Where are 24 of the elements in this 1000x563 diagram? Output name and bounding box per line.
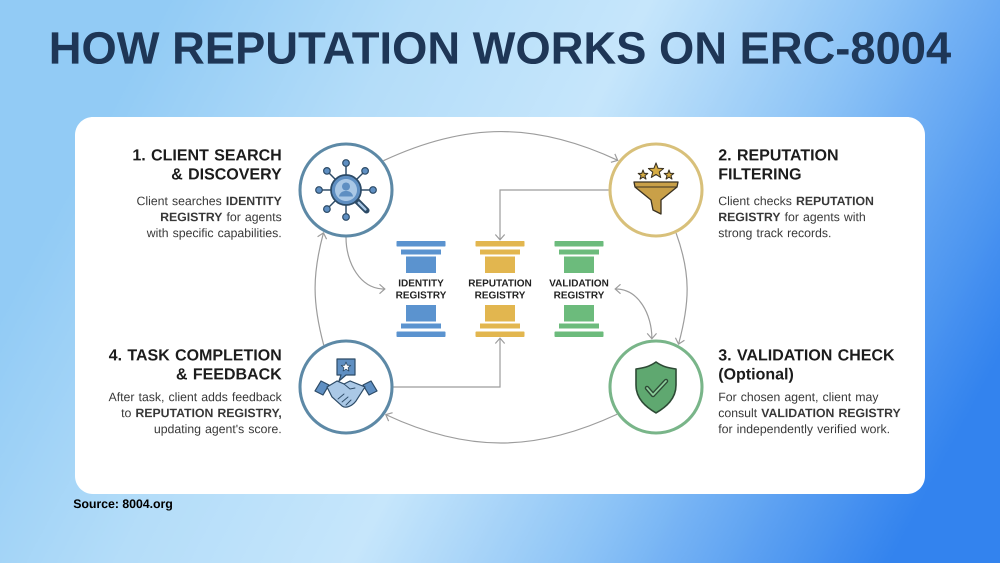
arrow	[314, 232, 328, 346]
step-description: After task, client adds feedback to REPUTATION REGISTRY, updating agent's score.	[108, 392, 282, 436]
arrow	[494, 189, 608, 241]
title: HOW REPUTATION WORKS ON ERC-8004	[52, 32, 951, 64]
arrow	[614, 284, 657, 340]
arrow	[394, 337, 506, 388]
registry-pillar: IDENTITY REGISTRY	[396, 241, 446, 337]
registry-pillar: REPUTATION REGISTRY	[468, 241, 532, 337]
arrow	[383, 131, 619, 163]
arrow	[384, 412, 618, 444]
arrow	[345, 238, 386, 294]
step-heading: 3. VALIDATION CHECK (Optional)	[718, 349, 894, 383]
source-note: Source: 8004.org	[74, 499, 172, 511]
step-description: Client checks REPUTATION REGISTRY for agents with strong track records.	[718, 196, 874, 240]
node-label: IDENTITY REGISTRY	[396, 280, 446, 298]
step-heading: 2. REPUTATION FILTERING	[718, 149, 838, 180]
node-label: VALIDATION REGISTRY	[549, 279, 608, 299]
arrow	[674, 232, 688, 346]
step-description: For chosen agent, client may consult VALIDATION REGISTRY for independently verified work.	[718, 392, 900, 436]
node-label: REPUTATION REGISTRY	[468, 279, 532, 299]
registry-pillar: VALIDATION REGISTRY	[549, 241, 608, 337]
step-heading: 1. CLIENT SEARCH & DISCOVERY	[133, 149, 282, 180]
step-description: Client searches IDENTITY REGISTRY for agents with specific capabilities.	[137, 196, 282, 240]
step-heading: 4. TASK COMPLETION & FEEDBACK	[108, 349, 282, 380]
